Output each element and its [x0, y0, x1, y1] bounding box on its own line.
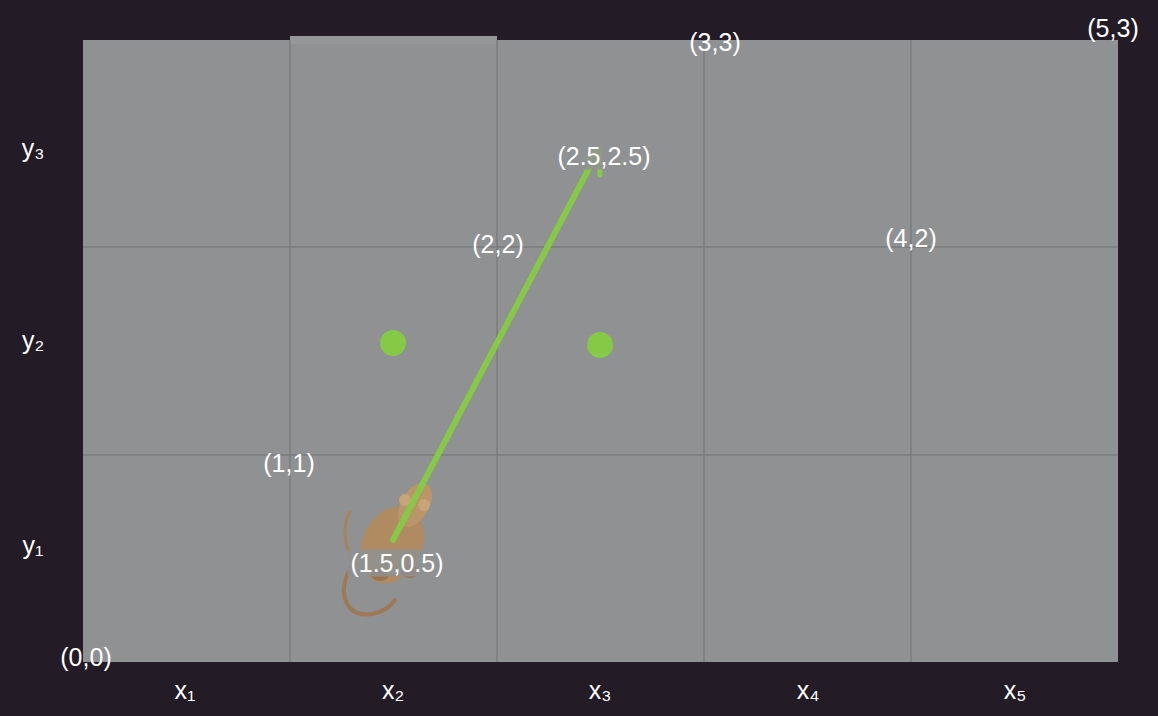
place-dot — [587, 332, 613, 358]
coordinate-label: (5,3) — [1087, 16, 1138, 41]
coordinate-label: (3,3) — [689, 30, 740, 55]
coordinate-label: (4,2) — [885, 226, 936, 251]
coordinate-label: (2.5,2.5) — [554, 143, 653, 170]
coordinate-label: (0,0) — [60, 645, 111, 670]
coordinate-label: x₅ — [1004, 678, 1027, 703]
coordinate-label: (1.5,0.5) — [347, 550, 446, 577]
grid-cell-edge — [290, 36, 497, 44]
coordinate-label: x₁ — [175, 678, 196, 703]
movement-arrow — [393, 148, 600, 540]
coordinate-label: (2,2) — [472, 232, 523, 257]
coordinate-label: x₂ — [382, 678, 404, 703]
rat-figure — [344, 477, 439, 614]
coordinate-label: (1,1) — [263, 451, 314, 476]
grid-lines — [83, 40, 1118, 662]
coordinate-label: y₁ — [23, 533, 44, 558]
coordinate-label: x₃ — [589, 678, 612, 703]
grid-ground — [83, 40, 1118, 662]
coordinate-label: y₂ — [22, 328, 44, 353]
coordinate-label: x₄ — [797, 678, 820, 703]
place-dot — [380, 330, 406, 356]
coordinate-label: y₃ — [22, 136, 45, 161]
